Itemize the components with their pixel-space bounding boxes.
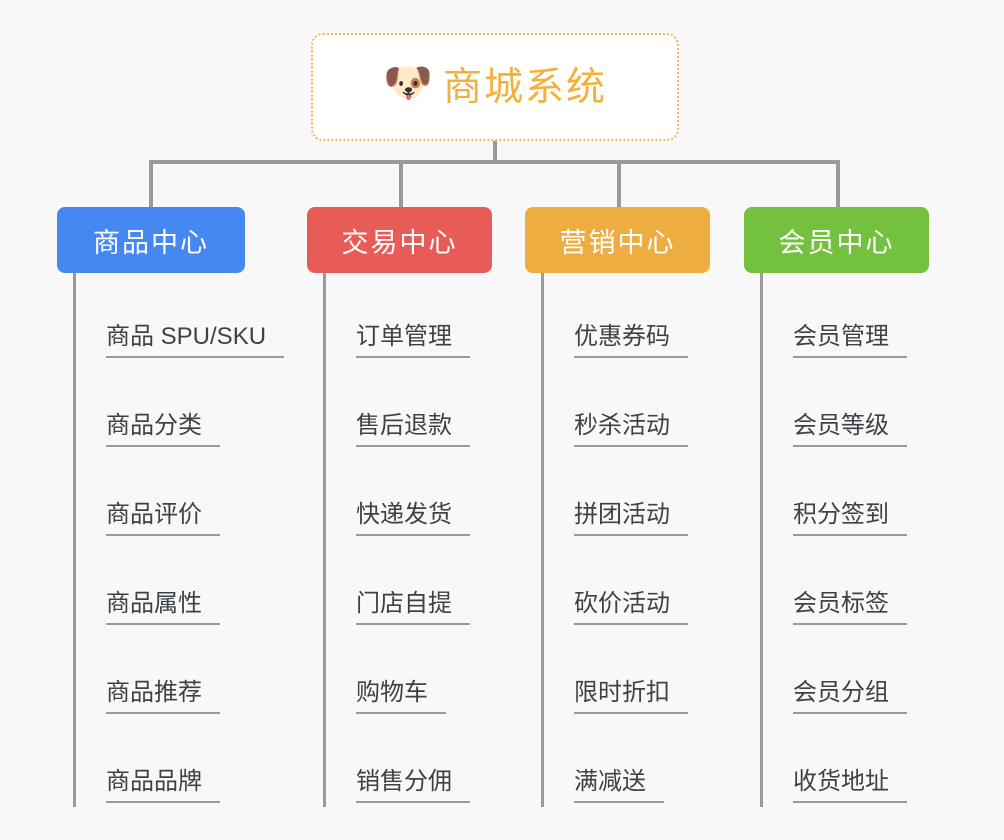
category-header-label: 会员中心 bbox=[778, 227, 895, 258]
leaf-label: 优惠券码 bbox=[574, 323, 688, 358]
list-item[interactable]: 优惠券码 bbox=[544, 273, 710, 362]
leaf-list-trade-center: 订单管理 售后退款 快递发货 门店自提 购物车 销售分佣 bbox=[323, 273, 492, 807]
category-header-trade-center[interactable]: 交易中心 bbox=[307, 207, 492, 273]
list-item[interactable]: 商品品牌 bbox=[76, 718, 245, 807]
list-item[interactable]: 拼团活动 bbox=[544, 451, 710, 540]
leaf-label: 收货地址 bbox=[793, 768, 907, 803]
leaf-label: 门店自提 bbox=[356, 590, 470, 625]
column-member-center: 会员中心 会员管理 会员等级 积分签到 会员标签 会员分组 收货地址 bbox=[744, 207, 929, 807]
category-header-product-center[interactable]: 商品中心 bbox=[57, 207, 245, 273]
category-header-marketing-center[interactable]: 营销中心 bbox=[525, 207, 710, 273]
connector-drop-4 bbox=[836, 160, 840, 208]
list-item[interactable]: 快递发货 bbox=[326, 451, 492, 540]
leaf-label: 拼团活动 bbox=[574, 501, 688, 536]
category-header-label: 营销中心 bbox=[559, 227, 676, 258]
leaf-label: 会员等级 bbox=[793, 412, 907, 447]
root-title: 商城系统 bbox=[442, 65, 607, 109]
root-node[interactable]: 🐶 商城系统 bbox=[311, 33, 679, 141]
list-item[interactable]: 限时折扣 bbox=[544, 629, 710, 718]
list-item[interactable]: 商品推荐 bbox=[76, 629, 245, 718]
leaf-label: 销售分佣 bbox=[356, 768, 470, 803]
connector-drop-2 bbox=[399, 160, 403, 208]
category-header-label: 交易中心 bbox=[341, 227, 458, 258]
leaf-list-marketing-center: 优惠券码 秒杀活动 拼团活动 砍价活动 限时折扣 满减送 bbox=[541, 273, 710, 807]
leaf-label: 购物车 bbox=[356, 679, 446, 714]
leaf-label: 商品分类 bbox=[106, 412, 220, 447]
column-product-center: 商品中心 商品 SPU/SKU 商品分类 商品评价 商品属性 商品推荐 商品品牌 bbox=[57, 207, 285, 807]
leaf-label: 商品推荐 bbox=[106, 679, 220, 714]
list-item[interactable]: 秒杀活动 bbox=[544, 362, 710, 451]
list-item[interactable]: 收货地址 bbox=[763, 718, 929, 807]
list-item[interactable]: 订单管理 bbox=[326, 273, 492, 362]
list-item[interactable]: 会员管理 bbox=[763, 273, 929, 362]
leaf-label: 会员分组 bbox=[793, 679, 907, 714]
list-item[interactable]: 积分签到 bbox=[763, 451, 929, 540]
leaf-label: 积分签到 bbox=[793, 501, 907, 536]
list-item[interactable]: 满减送 bbox=[544, 718, 710, 807]
list-item[interactable]: 销售分佣 bbox=[326, 718, 492, 807]
list-item[interactable]: 会员分组 bbox=[763, 629, 929, 718]
category-header-label: 商品中心 bbox=[93, 227, 209, 258]
column-marketing-center: 营销中心 优惠券码 秒杀活动 拼团活动 砍价活动 限时折扣 满减送 bbox=[525, 207, 710, 807]
list-item[interactable]: 门店自提 bbox=[326, 540, 492, 629]
shiba-dog-face-icon: 🐶 bbox=[382, 61, 433, 105]
list-item[interactable]: 会员标签 bbox=[763, 540, 929, 629]
list-item[interactable]: 商品 SPU/SKU bbox=[76, 273, 285, 362]
leaf-label: 会员标签 bbox=[793, 590, 907, 625]
list-item[interactable]: 售后退款 bbox=[326, 362, 492, 451]
leaf-list-product-center: 商品 SPU/SKU 商品分类 商品评价 商品属性 商品推荐 商品品牌 bbox=[73, 273, 285, 807]
connector-drop-3 bbox=[617, 160, 621, 208]
category-header-member-center[interactable]: 会员中心 bbox=[744, 207, 929, 273]
list-item[interactable]: 商品属性 bbox=[76, 540, 245, 629]
list-item[interactable]: 会员等级 bbox=[763, 362, 929, 451]
leaf-label: 快递发货 bbox=[356, 501, 470, 536]
leaf-list-member-center: 会员管理 会员等级 积分签到 会员标签 会员分组 收货地址 bbox=[760, 273, 929, 807]
leaf-label: 限时折扣 bbox=[574, 679, 688, 714]
list-item[interactable]: 购物车 bbox=[326, 629, 492, 718]
leaf-label: 订单管理 bbox=[356, 323, 470, 358]
list-item[interactable]: 商品评价 bbox=[76, 451, 245, 540]
leaf-label: 会员管理 bbox=[793, 323, 907, 358]
leaf-label: 商品属性 bbox=[106, 590, 220, 625]
connector-drop-1 bbox=[149, 160, 153, 208]
leaf-label: 秒杀活动 bbox=[574, 412, 688, 447]
list-item[interactable]: 砍价活动 bbox=[544, 540, 710, 629]
connector-horizontal-bus bbox=[149, 160, 840, 164]
leaf-label: 售后退款 bbox=[356, 412, 470, 447]
column-trade-center: 交易中心 订单管理 售后退款 快递发货 门店自提 购物车 销售分佣 bbox=[307, 207, 492, 807]
connector-root-stem bbox=[493, 141, 497, 163]
leaf-label: 砍价活动 bbox=[574, 590, 688, 625]
leaf-label: 商品品牌 bbox=[106, 768, 220, 803]
list-item[interactable]: 商品分类 bbox=[76, 362, 245, 451]
leaf-label: 商品 SPU/SKU bbox=[106, 323, 285, 358]
leaf-label: 满减送 bbox=[574, 768, 664, 803]
leaf-label: 商品评价 bbox=[106, 501, 220, 536]
